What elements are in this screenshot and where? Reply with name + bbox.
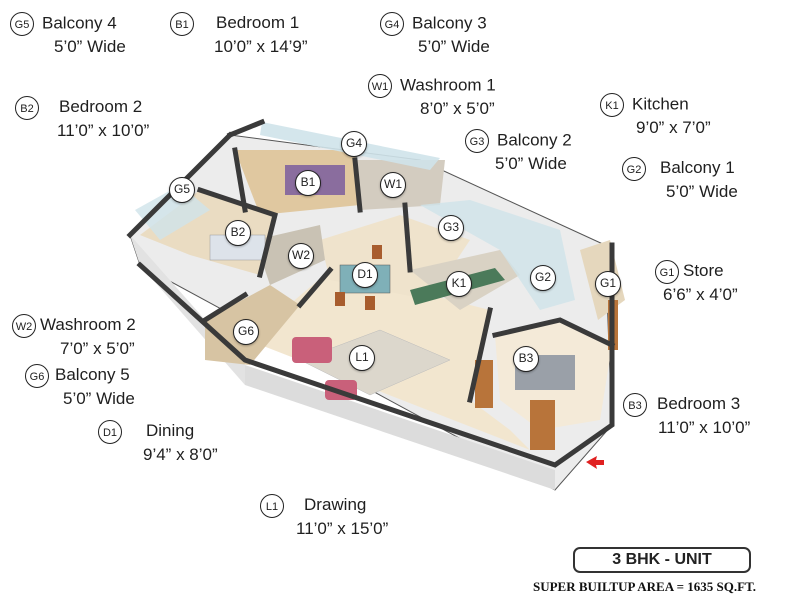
legend-balcony-3: G4 Balcony 3 5’0” Wide [380,12,490,58]
legend-code: G6 [25,364,49,388]
dining-chair [372,245,382,259]
marker-w1: W1 [380,172,406,198]
legend-washroom-1: W1 Washroom 1 8’0” x 5’0” [368,74,496,120]
marker-w2: W2 [288,243,314,269]
legend-size: 6’6” x 4’0” [663,285,738,304]
marker-g4: G4 [341,131,367,157]
legend-name: Dining [146,421,195,441]
legend-size: 7’0” x 5’0” [60,339,135,358]
legend-name: Washroom 2 [40,315,136,335]
legend-name: Kitchen [632,94,689,114]
legend-code: W1 [368,74,392,98]
marker-l1: L1 [349,345,375,371]
sofa-left [292,337,332,363]
legend-name: Drawing [304,495,367,515]
legend-size: 8’0” x 5’0” [420,99,495,118]
legend-bedroom-2: B2 Bedroom 2 11’0” x 10’0” [15,96,149,142]
legend-name: Balcony 5 [55,365,130,385]
super-builtup-area: SUPER BUILTUP AREA = 1635 SQ.FT. [533,579,757,594]
legend-bedroom-3: B3 Bedroom 3 11’0” x 10’0” [623,393,750,439]
legend-name: Bedroom 3 [657,394,741,414]
legend-code: D1 [98,420,122,444]
legend-name: Bedroom 2 [59,97,143,117]
legend-name: Balcony 1 [660,158,735,178]
marker-b1: B1 [295,170,321,196]
marker-g1: G1 [595,271,621,297]
legend-code: B1 [170,12,194,36]
legend-code: G5 [10,12,34,36]
legend-code: B3 [623,393,647,417]
legend-balcony-5: G6 Balcony 5 5’0” Wide [25,364,135,410]
legend-code: K1 [600,93,624,117]
legend-name: Store [683,261,724,281]
legend-code: G4 [380,12,404,36]
marker-b3: B3 [513,346,539,372]
marker-b2: B2 [225,220,251,246]
legend-size: 10’0” x 14’9” [214,37,308,56]
legend-balcony-4: G5 Balcony 4 5’0” Wide [10,12,126,58]
dining-chair [365,296,375,310]
entry-arrow [586,456,604,469]
legend-size: 5’0” Wide [418,37,490,56]
marker-d1: D1 [352,262,378,288]
legend-drawing: L1 Drawing 11’0” x 15’0” [260,494,388,540]
legend-name: Balcony 3 [412,13,487,33]
legend-balcony-1: G2 Balcony 1 5’0” Wide [622,157,738,203]
legend-code: G2 [622,157,646,181]
legend-size: 5’0” Wide [54,37,126,56]
door-kitchen [475,360,493,408]
dining-chair [335,292,345,306]
legend-code: L1 [260,494,284,518]
legend-code: G1 [655,260,679,284]
legend-size: 5’0” Wide [495,154,567,173]
marker-k1: K1 [446,271,472,297]
legend-name: Washroom 1 [400,75,496,95]
door-b3 [530,400,555,450]
legend-bedroom-1: B1 Bedroom 1 10’0” x 14’9” [170,12,308,58]
wall-tops [126,118,616,468]
legend-dining: D1 Dining 9’4” x 8’0” [98,420,218,466]
outer-wall-front [245,365,555,490]
legend-size: 5’0” Wide [666,182,738,201]
unit-type-badge: 3 BHK - UNIT [573,547,751,573]
legend-name: Balcony 4 [42,13,117,33]
legend-kitchen: K1 Kitchen 9’0” x 7’0” [600,93,711,139]
legend-code: G3 [465,129,489,153]
legend-name: Balcony 2 [497,130,572,150]
legend-size: 9’4” x 8’0” [143,445,218,464]
legend-code: B2 [15,96,39,120]
legend-size: 11’0” x 15’0” [296,519,389,538]
legend-name: Bedroom 1 [216,13,300,33]
legend-size: 11’0” x 10’0” [57,121,150,140]
marker-g6: G6 [233,319,259,345]
marker-g5: G5 [169,177,195,203]
marker-g3: G3 [438,215,464,241]
legend-size: 11’0” x 10’0” [658,418,751,437]
marker-g2: G2 [530,265,556,291]
legend-size: 9’0” x 7’0” [636,118,711,137]
legend-code: W2 [12,314,36,338]
legend-balcony-2: G3 Balcony 2 5’0” Wide [465,129,572,175]
legend-size: 5’0” Wide [63,389,135,408]
